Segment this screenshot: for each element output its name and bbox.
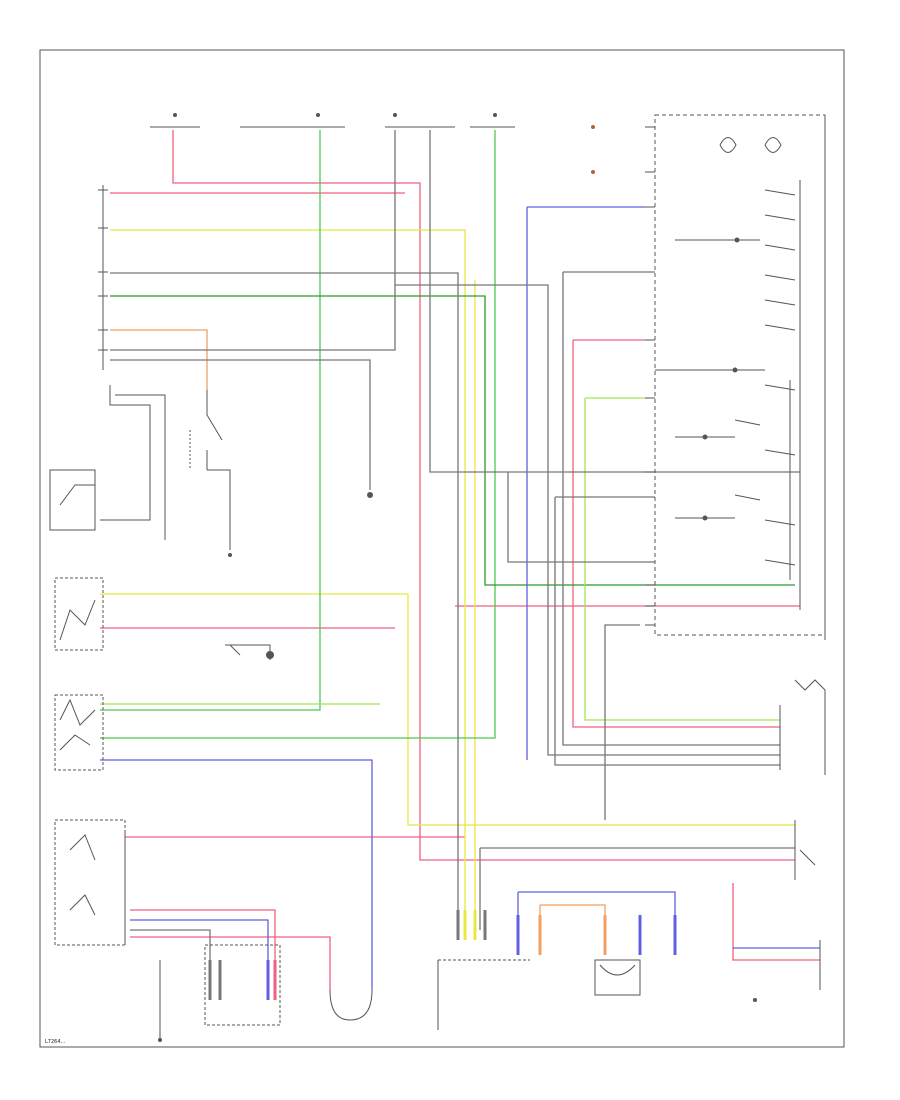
engine-control-module bbox=[437, 910, 530, 1030]
blower-resistor bbox=[204, 944, 281, 1026]
figure-id: L7264... bbox=[45, 1039, 66, 1045]
relay-box-2 bbox=[54, 694, 104, 771]
ground-center bbox=[367, 430, 373, 498]
blower-switch bbox=[54, 819, 162, 1042]
top-switch-dots bbox=[591, 125, 595, 174]
connector-c1 bbox=[98, 185, 108, 370]
wire-red-main bbox=[100, 130, 820, 990]
diagram-border bbox=[39, 49, 845, 1048]
blower-motor bbox=[329, 989, 373, 1021]
fuse-feeds bbox=[150, 113, 515, 128]
wire-blue-main bbox=[100, 206, 820, 990]
compressor bbox=[225, 644, 274, 660]
wire-yellow-main bbox=[100, 229, 795, 930]
bottom-right-module bbox=[753, 940, 821, 1002]
pressure-switch bbox=[189, 390, 232, 557]
control-switch-assembly bbox=[654, 114, 826, 640]
relay-right bbox=[779, 679, 826, 775]
relay-box-1 bbox=[54, 577, 104, 651]
switch-pin-ticks bbox=[645, 126, 655, 626]
thermostat-block bbox=[49, 385, 166, 540]
relay-right-bottom bbox=[794, 820, 816, 880]
wire-green-main bbox=[100, 130, 795, 739]
wire-black-main bbox=[110, 130, 800, 990]
engine-coolant-sensor bbox=[516, 915, 677, 996]
